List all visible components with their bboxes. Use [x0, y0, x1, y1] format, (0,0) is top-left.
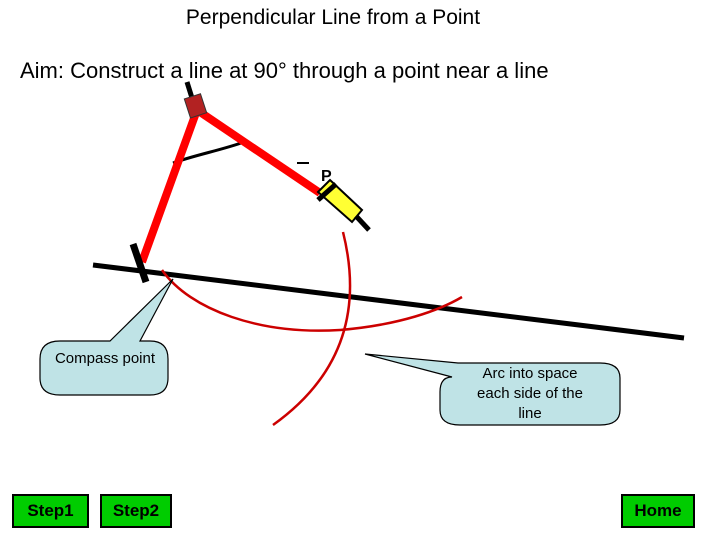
compass-arm-right [194, 106, 323, 197]
arc-lower [160, 269, 463, 332]
step1-button[interactable]: Step1 [12, 494, 89, 528]
step2-button[interactable]: Step2 [100, 494, 172, 528]
aim-text: Aim: Construct a line at 90° through a p… [20, 58, 549, 83]
point-p-label: P [321, 168, 332, 185]
given-line [92, 262, 685, 341]
compass-needle [129, 242, 150, 284]
callout-arc-bubble [364, 353, 621, 426]
compass-handle [184, 81, 195, 99]
home-button[interactable]: Home [621, 494, 695, 528]
compass-hinge [183, 93, 208, 119]
pencil-icon [316, 178, 364, 224]
page-title: Perpendicular Line from a Point [185, 6, 481, 29]
callout-compass-text: Compass point [54, 350, 156, 367]
compass-arm-left [138, 108, 201, 264]
arc-large [272, 231, 352, 427]
callout-compass-bubble [39, 278, 174, 396]
callout-arc-text: Arc into space each side of the line [477, 365, 583, 422]
pencil-tip [354, 214, 371, 232]
pencil-band [316, 182, 338, 202]
